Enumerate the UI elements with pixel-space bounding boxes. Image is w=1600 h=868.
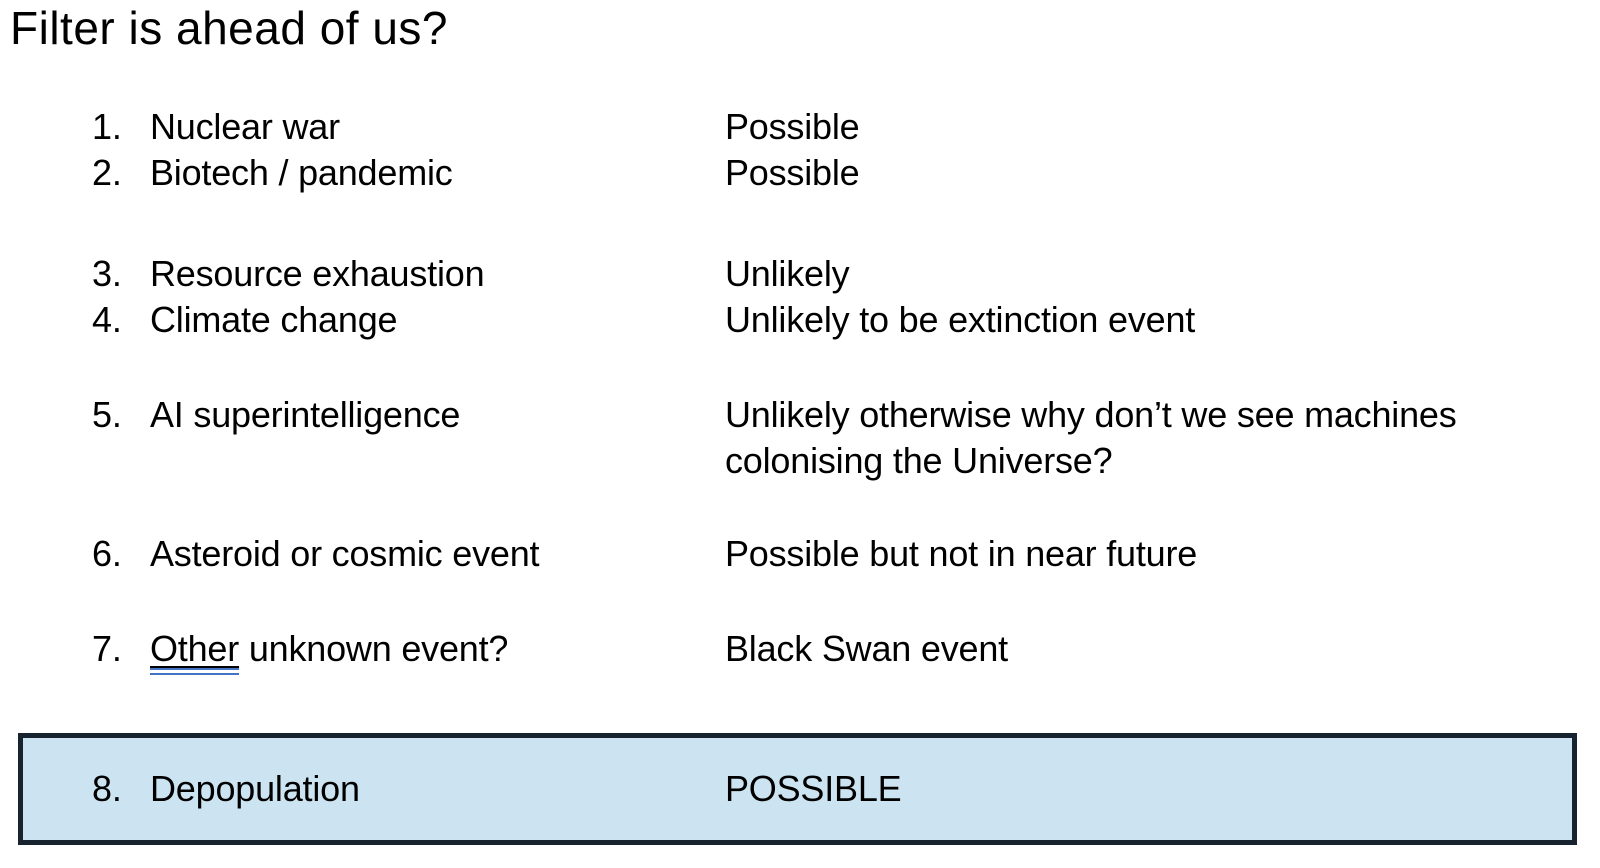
item-label: Climate change [150,299,398,340]
item-status: Possible [725,106,860,147]
list-item-3: 3. Resource exhaustion Unlikely [0,251,1515,297]
item-status: Possible [725,152,860,193]
item-status: Possible but not in near future [725,533,1198,574]
list-item-8: 8. Depopulation POSSIBLE [23,766,1572,812]
item-label-rest: unknown event? [239,628,509,669]
item-label: AI superintelligence [150,394,461,435]
item-status: Unlikely to be extinction event [725,299,1196,340]
list-item-2: 2. Biotech / pandemic Possible [0,150,1515,196]
item-label: Other unknown event? [150,626,725,672]
item-number: 7. [92,628,122,669]
item-status: Unlikely otherwise why don’t we see mach… [725,394,1457,481]
item-status: POSSIBLE [725,768,902,809]
item-number: 2. [92,152,122,193]
item-number: 4. [92,299,122,340]
item-label: Depopulation [150,768,360,809]
item-number: 3. [92,253,122,294]
item-number: 5. [92,394,122,435]
item-number: 8. [92,768,122,809]
item-label: Asteroid or cosmic event [150,533,540,574]
list-item-4: 4. Climate change Unlikely to be extinct… [0,297,1515,343]
item-number: 6. [92,533,122,574]
list-item-6: 6. Asteroid or cosmic event Possible but… [0,531,1515,577]
item-label: Biotech / pandemic [150,152,453,193]
item-number: 1. [92,106,122,147]
list-item-5: 5. AI superintelligence Unlikely otherwi… [0,392,1515,484]
other-link[interactable]: Other [150,628,240,669]
list-item-1: 1. Nuclear war Possible [0,104,1515,150]
list-item-7: 7. Other unknown event? Black Swan event [0,626,1515,672]
item-label: Resource exhaustion [150,253,485,294]
item-label: Nuclear war [150,106,340,147]
item-status: Unlikely [725,253,850,294]
slide-title: Filter is ahead of us? [10,2,449,54]
highlight-box: 8. Depopulation POSSIBLE [18,733,1577,845]
item-status: Black Swan event [725,628,1008,669]
